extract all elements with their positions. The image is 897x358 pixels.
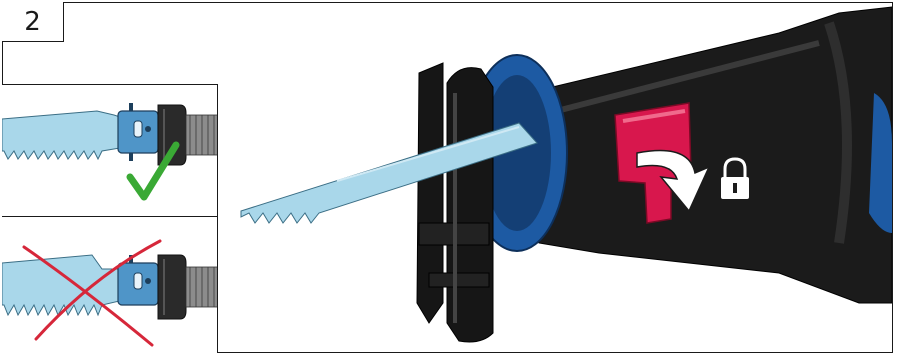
detail-panel-correct	[2, 84, 218, 216]
main-saw-illustration	[219, 3, 892, 352]
detail-panel-incorrect	[2, 216, 218, 353]
reciprocating-saw	[219, 3, 892, 352]
step-number: 2	[2, 2, 64, 42]
detail-incorrect-illustration	[2, 217, 218, 353]
threaded-shaft	[186, 267, 218, 307]
detail-correct-illustration	[2, 85, 218, 216]
saw-blade	[2, 255, 128, 315]
saw-blade	[2, 111, 126, 159]
chuck-nut	[158, 255, 186, 319]
threaded-shaft	[186, 115, 218, 155]
